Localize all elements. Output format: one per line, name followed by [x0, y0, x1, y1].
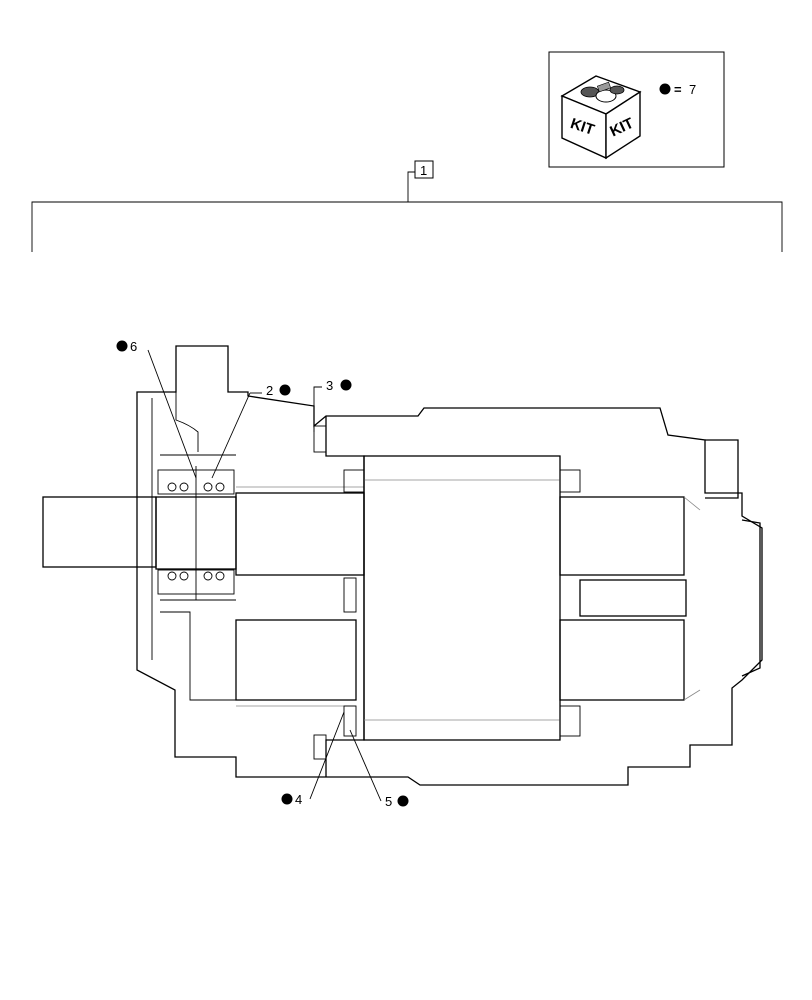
- assembly-item-box: [414, 160, 434, 179]
- kit-legend: KIT KIT = 7: [548, 51, 725, 168]
- drive-shaft: [42, 486, 365, 576]
- callout-4[interactable]: 4: [281, 711, 345, 807]
- end-cap: [705, 439, 761, 677]
- kit-box-icon: KIT KIT: [560, 75, 642, 160]
- kit-bullet-icon: [116, 340, 128, 352]
- lower-gear: [235, 619, 357, 701]
- callout-label: 3: [326, 378, 333, 393]
- center-body: [325, 416, 581, 777]
- assembly-bracket: 1: [31, 160, 783, 252]
- callout-6[interactable]: 6: [116, 339, 197, 479]
- top-port: [313, 425, 327, 453]
- callout-label: 4: [295, 792, 302, 807]
- pump-assembly: [42, 345, 763, 786]
- right-gears: [559, 496, 701, 701]
- kit-bullet-icon: [397, 795, 409, 807]
- kit-text-left: KIT: [568, 115, 596, 139]
- kit-equals: =: [674, 82, 682, 97]
- callout-label: 6: [130, 339, 137, 354]
- assembly-item-number: 1: [420, 163, 427, 178]
- callout-label: 5: [385, 794, 392, 809]
- callout-2[interactable]: 2: [211, 383, 291, 479]
- kit-legend-frame: [548, 51, 725, 168]
- callout-3[interactable]: 3: [313, 378, 352, 432]
- housing-outline: [136, 345, 763, 786]
- kit-bullet-icon: [659, 83, 671, 95]
- bearing: [157, 466, 235, 600]
- kit-bullet-icon: [279, 384, 291, 396]
- flange-detail: [151, 392, 236, 701]
- callout-5[interactable]: 5: [349, 729, 409, 809]
- kit-item-number: 7: [689, 82, 696, 97]
- kit-bullet-icon: [340, 379, 352, 391]
- callout-label: 2: [266, 383, 273, 398]
- kit-bullet-icon: [281, 793, 293, 805]
- drain-port: [313, 734, 327, 760]
